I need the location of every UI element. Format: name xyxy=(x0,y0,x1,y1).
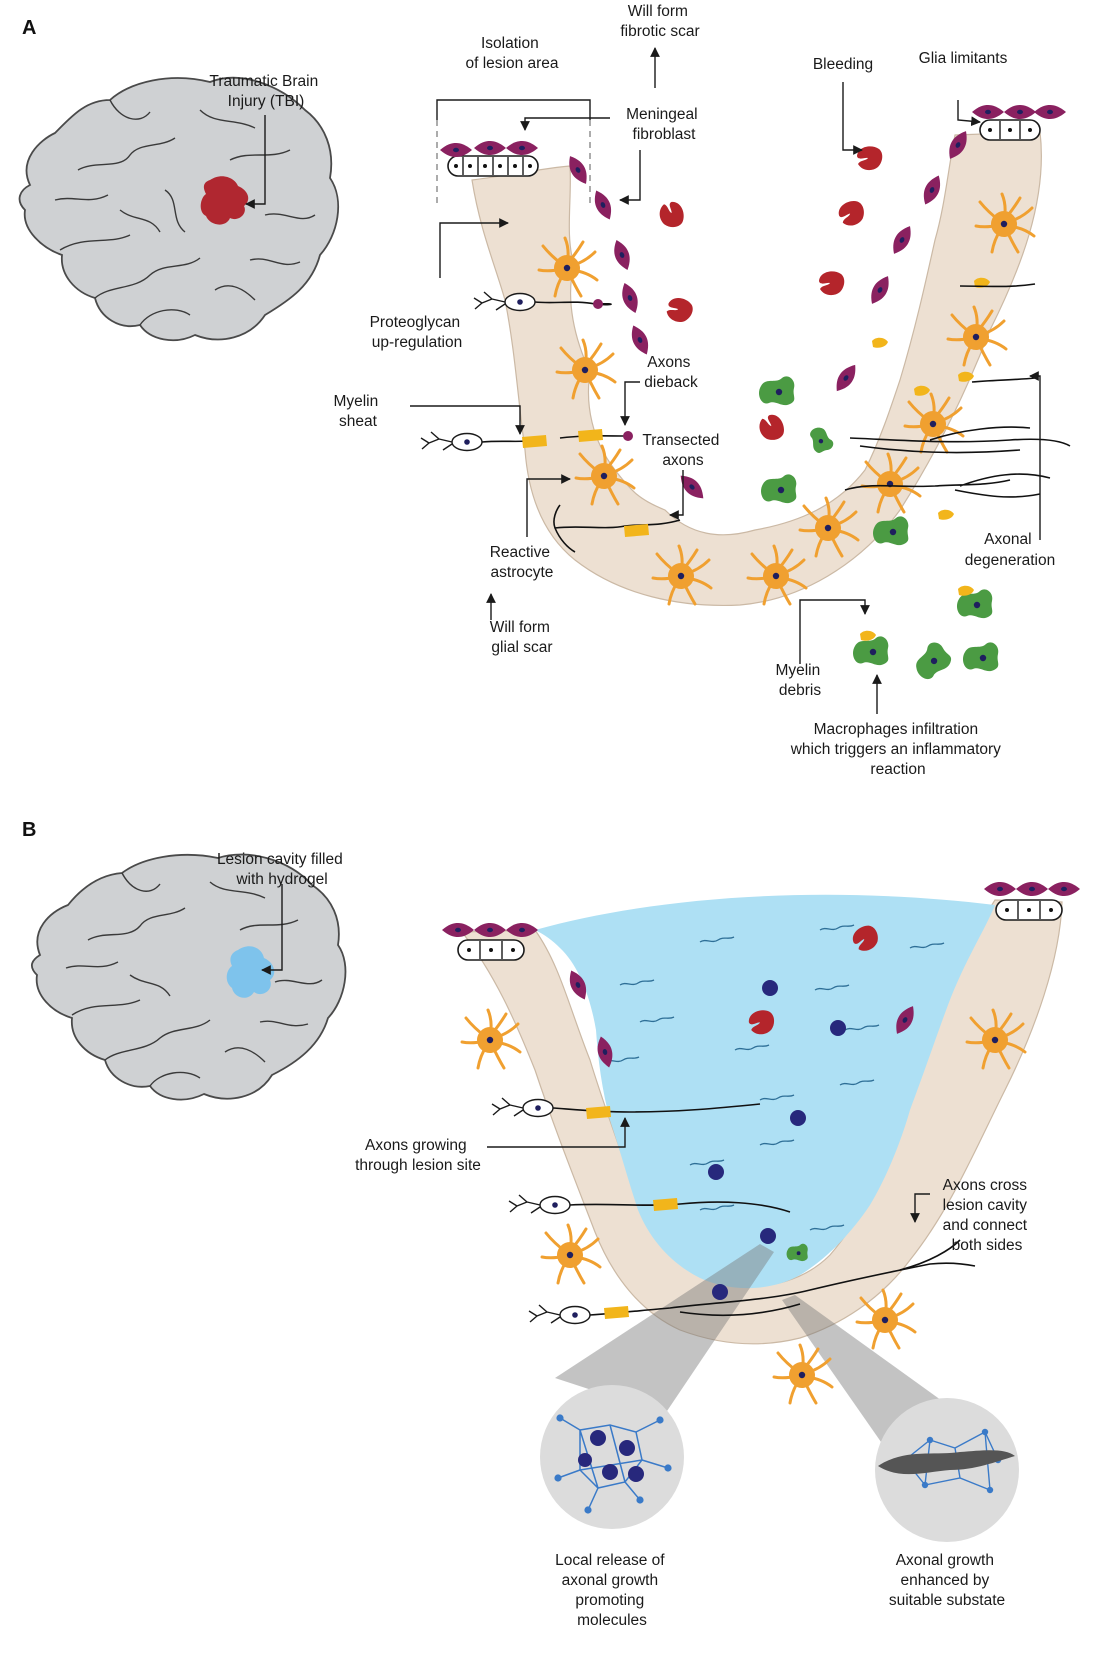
label-axons-growing: Axons growing through lesion site xyxy=(355,1137,481,1174)
label-myelin-debris: Myelin debris xyxy=(775,662,824,699)
glia-limitans-b-left xyxy=(442,923,538,961)
axons-b xyxy=(491,1097,976,1325)
label-tbi: Traumatic Brain Injury (TBI) xyxy=(209,73,322,110)
labels-b: Lesion cavity filled with hydrogel Axons… xyxy=(217,851,1032,1629)
brain-illustration-a xyxy=(18,76,340,342)
label-isolation: Isolation of lesion area xyxy=(465,35,558,72)
label-reactive-astrocyte: Reactive astrocyte xyxy=(490,544,555,581)
label-axonal-degeneration: Axonal degeneration xyxy=(965,531,1056,569)
growth-molecules xyxy=(708,980,846,1300)
label-lesion-cavity: Lesion cavity filled with hydrogel xyxy=(217,851,347,888)
zoom-circle-right xyxy=(875,1398,1019,1542)
glia-limitans-left xyxy=(440,141,539,177)
labels-a: Traumatic Brain Injury (TBI) Isolation o… xyxy=(209,3,1055,778)
label-axonal-growth-substrate: Axonal growth enhanced by suitable subst… xyxy=(889,1552,1005,1609)
panel-b: B xyxy=(22,819,1080,1629)
panel-a-letter: A xyxy=(22,17,36,39)
label-glia-limitants: Glia limitants xyxy=(919,50,1008,67)
annotations-b xyxy=(261,884,930,1223)
label-bleeding: Bleeding xyxy=(813,56,873,73)
label-transected-axons: Transected axons xyxy=(642,432,723,469)
label-will-form-glial-scar: Will form glial scar xyxy=(490,619,555,656)
glia-limitans-b-right xyxy=(984,882,1080,921)
panel-a: A xyxy=(18,3,1071,778)
annotations-a xyxy=(245,47,1041,714)
label-proteoglycan: Proteoglycan up-regulation xyxy=(370,314,465,351)
axons-a xyxy=(420,283,1071,553)
label-will-form-fibrotic-scar: Will form fibrotic scar xyxy=(620,3,699,40)
label-myelin-sheat: Myelin sheat xyxy=(333,393,382,430)
label-meningeal-fibroblast: Meningeal fibroblast xyxy=(626,106,702,143)
label-axons-dieback: Axons dieback xyxy=(644,354,698,391)
zoom-circle-left xyxy=(540,1385,684,1529)
glia-limitans-right xyxy=(972,105,1066,141)
panel-b-letter: B xyxy=(22,819,36,841)
hydrogel-fill xyxy=(535,894,995,1289)
brain-illustration-b xyxy=(30,853,347,1101)
label-local-release: Local release of axonal growth promoting… xyxy=(555,1552,669,1629)
label-axons-cross: Axons cross lesion cavity and connect bo… xyxy=(943,1177,1032,1254)
hydrogel-fibers xyxy=(604,924,945,1231)
label-macrophages-infiltration: Macrophages infiltration which triggers … xyxy=(790,721,1006,778)
